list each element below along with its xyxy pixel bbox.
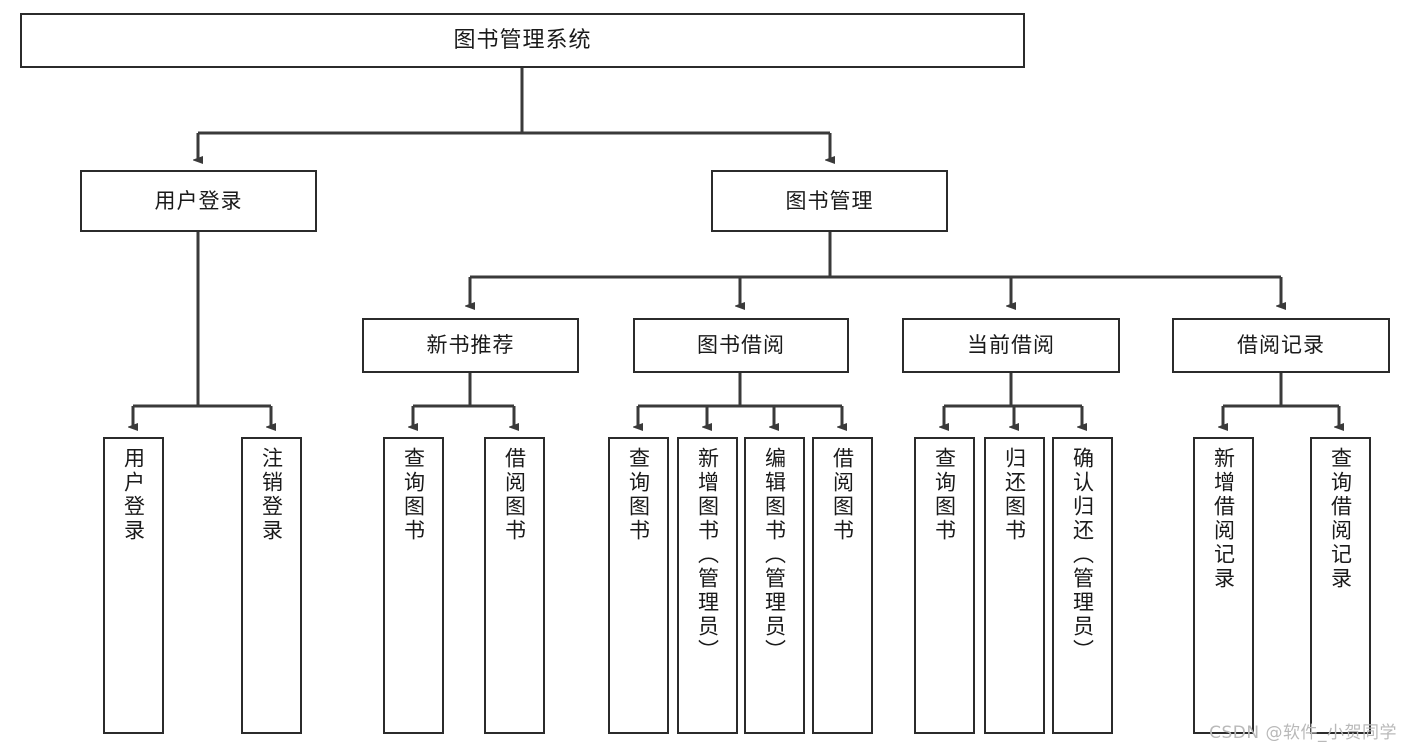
node-leaf-user-login-label: 用户登录 — [121, 447, 146, 543]
node-leaf-query-book-3-label: 查询图书 — [932, 447, 957, 543]
node-new-book-recommend[interactable]: 新书推荐 — [362, 318, 579, 373]
node-leaf-return-book-label: 归还图书 — [1002, 447, 1027, 543]
node-borrow-record[interactable]: 借阅记录 — [1172, 318, 1390, 373]
node-leaf-add-borrow-record[interactable]: 新增借阅记录 — [1193, 437, 1254, 734]
node-leaf-confirm-return[interactable]: 确认归还（管理员） — [1052, 437, 1113, 734]
node-leaf-add-book[interactable]: 新增图书（管理员） — [677, 437, 738, 734]
node-leaf-query-borrow-record-label: 查询借阅记录 — [1328, 447, 1353, 591]
node-leaf-logout-login[interactable]: 注销登录 — [241, 437, 302, 734]
node-leaf-borrow-book-1-label: 借阅图书 — [502, 447, 527, 543]
node-leaf-add-borrow-record-label: 新增借阅记录 — [1211, 447, 1236, 591]
node-borrow-record-label: 借阅记录 — [1237, 333, 1325, 358]
node-new-book-recommend-label: 新书推荐 — [426, 333, 515, 358]
node-leaf-query-borrow-record[interactable]: 查询借阅记录 — [1310, 437, 1371, 734]
node-leaf-user-login[interactable]: 用户登录 — [103, 437, 164, 734]
node-leaf-edit-book-label: 编辑图书（管理员） — [762, 447, 787, 663]
node-user-login[interactable]: 用户登录 — [80, 170, 317, 232]
node-user-login-label: 用户登录 — [154, 188, 243, 213]
node-leaf-borrow-book-2[interactable]: 借阅图书 — [812, 437, 873, 734]
node-leaf-confirm-return-label: 确认归还（管理员） — [1070, 447, 1095, 663]
node-leaf-return-book[interactable]: 归还图书 — [984, 437, 1045, 734]
node-root-system-label: 图书管理系统 — [453, 27, 592, 53]
node-leaf-edit-book[interactable]: 编辑图书（管理员） — [744, 437, 805, 734]
node-current-borrow[interactable]: 当前借阅 — [902, 318, 1120, 373]
node-leaf-query-book-1-label: 查询图书 — [401, 447, 426, 543]
node-book-management-label: 图书管理 — [785, 188, 874, 213]
node-current-borrow-label: 当前借阅 — [967, 333, 1055, 358]
node-leaf-add-book-label: 新增图书（管理员） — [695, 447, 720, 663]
node-leaf-query-book-1[interactable]: 查询图书 — [383, 437, 444, 734]
node-book-borrow-label: 图书借阅 — [697, 333, 785, 358]
node-leaf-query-book-2[interactable]: 查询图书 — [608, 437, 669, 734]
node-leaf-borrow-book-1[interactable]: 借阅图书 — [484, 437, 545, 734]
node-root-system[interactable]: 图书管理系统 — [20, 13, 1025, 68]
node-book-borrow[interactable]: 图书借阅 — [633, 318, 849, 373]
node-book-management[interactable]: 图书管理 — [711, 170, 948, 232]
node-leaf-query-book-2-label: 查询图书 — [626, 447, 651, 543]
node-leaf-query-book-3[interactable]: 查询图书 — [914, 437, 975, 734]
csdn-watermark: CSDN @软件_小贺同学 — [1209, 723, 1397, 743]
node-leaf-borrow-book-2-label: 借阅图书 — [830, 447, 855, 543]
node-leaf-logout-login-label: 注销登录 — [259, 447, 284, 543]
